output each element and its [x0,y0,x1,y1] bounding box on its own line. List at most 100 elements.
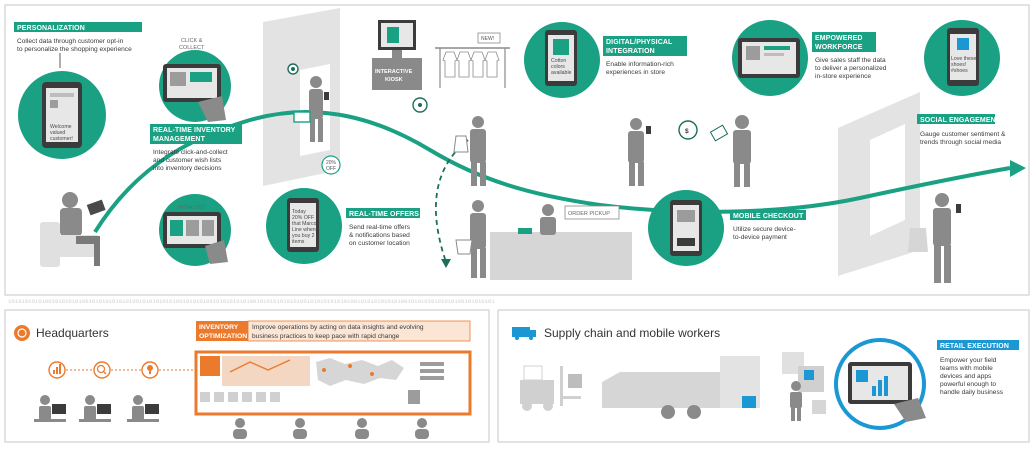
inventory-title-1: REAL-TIME INVENTORY [153,127,236,134]
inventory-opt-title-2: OPTIMIZATION [199,333,247,340]
checkout-line-2: to-device payment [733,234,787,241]
retail-exec-line-1: Empower your field [940,357,997,364]
offer-screen-6: items [292,239,305,245]
welcome-line-1: Welcome [50,124,72,130]
offer-screen-2: 20% OFF [292,215,314,221]
retail-execution-tablet [834,338,926,430]
order-pickup-counter: ORDER PICKUP [490,204,632,280]
supply-chain-panel-frame [497,309,1030,443]
location-pin-icon [412,97,428,113]
entering-shopper-figure [293,76,329,142]
workforce-line-2: to deliver a personalized [815,65,887,72]
inventory-dashboard [194,350,472,416]
discount-label-2: OFF [326,166,336,172]
social-title: SOCIAL ENGAGEMENT [920,117,1001,124]
inventory-opt-line-1: Improve operations by acting on data ins… [252,324,424,331]
click-collect-label-2: COLLECT [179,45,205,51]
retail-exec-line-5: handle daily business [940,389,1004,396]
pickup-dashed-path [435,139,469,263]
digital-tablet: Cotton colors available [524,22,600,98]
personalization-title: PERSONALIZATION [17,25,85,32]
seated-customer-figure [40,192,106,267]
kiosk-label-1: INTERACTIVE [375,69,413,75]
digital-callout: DIGITAL/PHYSICAL INTEGRATION Enable info… [603,36,687,76]
welcome-tablet: Welcome valued customer! [18,71,106,159]
offers-line-1: Send real-time offers [349,224,411,231]
social-callout: SOCIAL ENGAGEMENT Gauge customer sentime… [917,114,1006,146]
discount-label-1: 20% [326,160,337,166]
clothing-rack: NEW! [435,32,510,88]
offers-callout: REAL-TIME OFFERS Send real-time offers &… [346,208,420,247]
personalization-callout: PERSONALIZATION Collect data through cus… [14,22,142,68]
digital-title-1: DIGITAL/PHYSICAL [606,39,673,46]
workforce-line-1: Give sales staff the data [815,57,886,64]
dollar-symbol: $ [685,128,689,135]
digital-line-1: Enable information-rich [606,61,674,68]
retail-exec-title: RETAIL EXECUTION [940,343,1009,350]
social-screen-1: Love these [951,56,976,62]
offers-line-2: & notifications based [349,232,410,239]
workforce-tablet [732,20,808,96]
checkout-title: MOBILE CHECKOUT [733,213,804,220]
checkout-line-1: Utilize secure device- [733,226,796,233]
digital-title-2: INTEGRATION [606,48,655,55]
sales-staff-figure [709,115,751,187]
inventory-line-1: Integrate click-and-collect [153,149,228,156]
audience-figures [233,418,429,439]
dollar-icon: $ [678,120,698,140]
retail-exec-line-4: powerful enough to [940,381,996,388]
social-screen-3: #shoes [951,68,968,74]
kiosk-label-2: KIOSK [385,77,403,83]
supply-chain-title: Supply chain and mobile workers [544,326,720,340]
wish-list-tablet: WISH LIST [159,194,231,266]
supply-chain-header: Supply chain and mobile workers [512,326,720,340]
personalization-line-1: Collect data through customer opt-in [17,38,124,45]
digital-screen-1: Cotton [551,58,566,64]
retail-exec-line-2: teams with mobile [940,365,993,372]
headquarters-header: Headquarters [14,325,109,341]
mobile-worker-figure [790,381,826,421]
retail-exec-line-3: devices and apps [940,373,992,380]
retail-execution-callout: RETAIL EXECUTION Empower your field team… [937,340,1019,396]
exit-wall [838,92,920,276]
beacon-icon [287,63,299,75]
browsing-shopper-figure [453,116,486,186]
checkout-tablet [648,190,724,266]
digital-line-2: experiences in store [606,69,665,76]
offer-screen-5: you buy 2 [292,233,315,239]
offers-title: REAL-TIME OFFERS [349,211,419,218]
headquarters-icons [48,361,200,379]
inventory-optimization-callout: INVENTORY OPTIMIZATION Improve operation… [196,320,471,342]
discount-tag-icon: 20% OFF [321,155,341,175]
welcome-line-2: valued [50,130,65,136]
warehouse-boxes [782,352,824,392]
inventory-line-3: into inventory decisions [153,165,222,172]
inventory-line-2: and customer wish lists [153,157,222,164]
pickup-arrowhead [441,259,451,268]
workforce-title-1: EMPOWERED [815,35,863,42]
inventory-title-2: MANAGEMENT [153,136,206,143]
delivery-truck [602,356,760,419]
wish-list-label: WISH LIST [178,205,206,211]
office-workers [34,395,159,422]
click-collect-tablet: CLICK & COLLECT [159,38,231,122]
welcome-line-3: customer! [50,136,73,142]
headquarters-title: Headquarters [36,326,109,340]
inventory-opt-title-1: INVENTORY [199,324,239,331]
workforce-title-2: WORKFORCE [815,44,863,51]
click-collect-label-1: CLICK & [181,38,203,44]
order-pickup-sign: ORDER PICKUP [568,211,610,217]
workforce-callout: EMPOWERED WORKFORCE Give sales staff the… [812,32,887,80]
offer-screen-4: Line when [292,227,316,233]
digital-screen-3: available [551,70,572,76]
forklift-icon [520,365,582,411]
social-tablet: Love these shoes! #shoes [924,20,1000,96]
personalization-line-2: to personalize the shopping experience [17,46,132,53]
offer-screen-3: that Marco [292,221,317,227]
checkout-callout: MOBILE CHECKOUT Utilize secure device- t… [730,210,806,241]
social-line-1: Gauge customer sentiment & [920,131,1006,138]
offers-tablet: Today 20% OFF that Marco Line when you b… [266,188,342,264]
binary-strip: 1010101010100101010101001010101010101001… [8,298,495,305]
digital-screen-2: colors [551,64,565,70]
inventory-opt-line-2: business practices to keep pace with rap… [252,333,400,340]
